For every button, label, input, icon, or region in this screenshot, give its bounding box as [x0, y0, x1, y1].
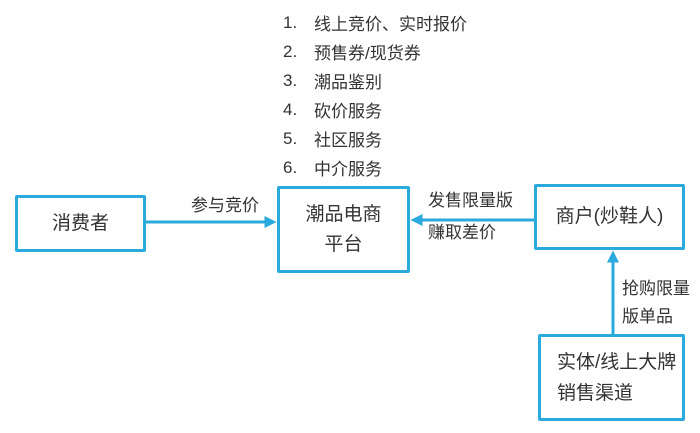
platform-node-label-line1: 潮品电商	[305, 203, 382, 225]
edge-label-grab-limited-line1: 抢购限量	[622, 279, 690, 298]
list-item: 1. 线上竞价、实时报价	[283, 8, 467, 37]
list-item-label: 潮品鉴别	[314, 73, 382, 92]
consumer-node: 消费者	[15, 195, 146, 252]
service-list: 1. 线上竞价、实时报价 2. 预售券/现货券 3. 潮品鉴别 4. 砍价服务 …	[283, 8, 467, 182]
list-item-label: 砍价服务	[314, 102, 382, 121]
channel-node-label-line2: 销售渠道	[557, 382, 634, 404]
edge-label-sell-limited-line1: 发售限量版	[428, 191, 513, 210]
list-item-number: 5.	[283, 128, 298, 148]
channel-node-label-line1: 实体/线上大牌	[557, 351, 677, 373]
edge-label-grab-limited-line2: 版单品	[622, 307, 673, 326]
list-item: 5. 社区服务	[283, 124, 467, 153]
channel-node: 实体/线上大牌 销售渠道	[538, 334, 685, 421]
list-item-label: 线上竞价、实时报价	[314, 15, 467, 34]
list-item-label: 社区服务	[314, 131, 382, 150]
list-item-number: 6.	[283, 157, 298, 177]
consumer-node-label: 消费者	[51, 212, 109, 234]
list-item-label: 中介服务	[314, 160, 382, 179]
list-item-number: 3.	[283, 70, 298, 90]
list-item-label: 预售券/现货券	[314, 44, 421, 63]
merchant-node: 商户(炒鞋人)	[534, 184, 685, 250]
edge-label-participate-bidding: 参与竞价	[191, 196, 259, 215]
platform-node-label-line2: 平台	[324, 233, 363, 255]
list-item: 6. 中介服务	[283, 153, 467, 182]
list-item: 3. 潮品鉴别	[283, 66, 467, 95]
list-item: 4. 砍价服务	[283, 95, 467, 124]
edge-label-sell-limited-line2: 赚取差价	[428, 223, 496, 242]
list-item-number: 1.	[283, 12, 298, 32]
platform-node: 潮品电商 平台	[277, 186, 410, 273]
list-item-number: 2.	[283, 41, 298, 61]
merchant-node-label: 商户(炒鞋人)	[555, 206, 664, 227]
list-item: 2. 预售券/现货券	[283, 37, 467, 66]
list-item-number: 4.	[283, 99, 298, 119]
